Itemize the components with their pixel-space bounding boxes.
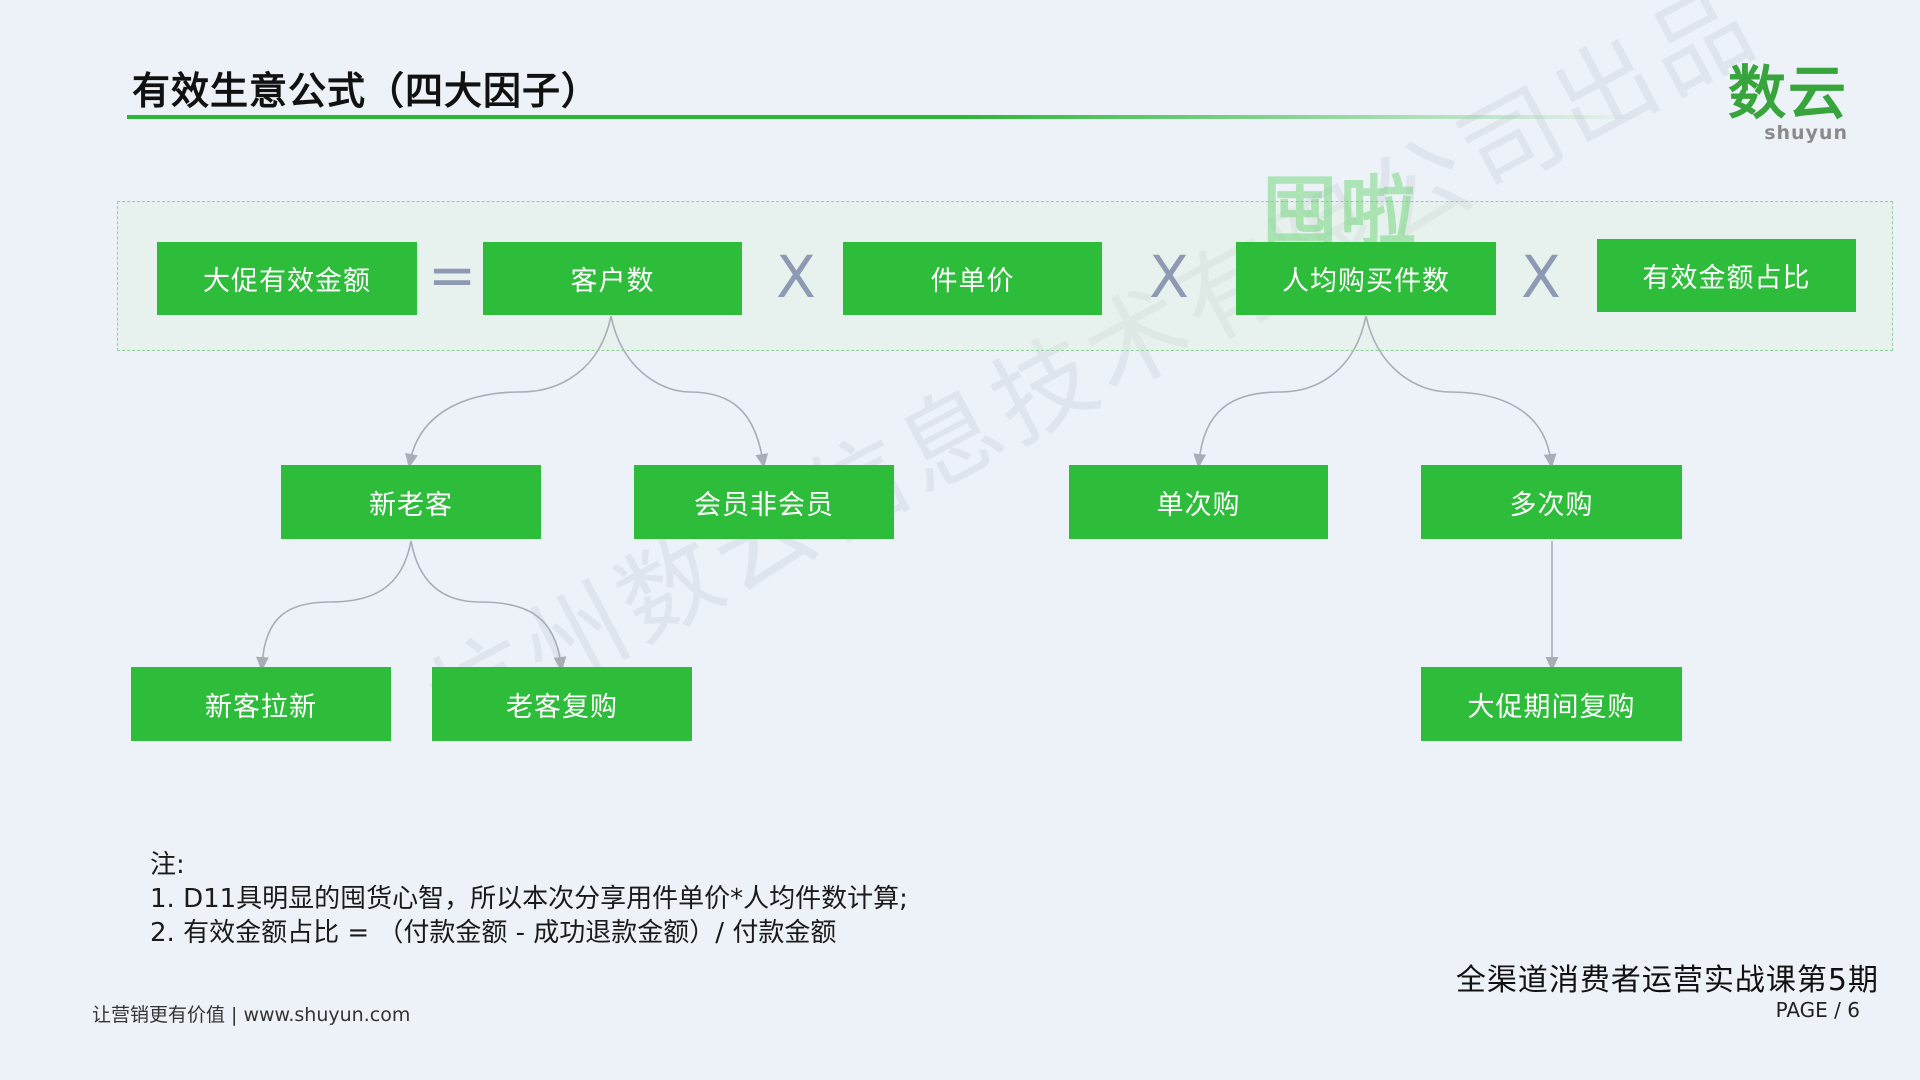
page-title: 有效生意公式（四大因子） — [132, 69, 601, 113]
connector-newold-new — [256, 540, 412, 672]
factor-customers-box: 客户数 — [483, 242, 742, 315]
node-promo-repurchase: 大促期间复购 — [1421, 667, 1682, 741]
course-title: 全渠道消费者运营实战课第5期 — [1455, 963, 1879, 998]
node-old-customer-repurchase: 老客复购 — [432, 667, 692, 741]
multiply-operator-3: X — [1521, 243, 1561, 311]
stamp: 囤啦 — [1262, 167, 1418, 256]
factor-per-capita-box: 人均购买件数 — [1236, 242, 1496, 315]
node-multi-purchase: 多次购 — [1421, 465, 1682, 539]
notes-line-1: 1. D11具明显的囤货心智，所以本次分享用件单价*人均件数计算; — [150, 884, 908, 914]
factor-valid-ratio-box: 有效金额占比 — [1597, 239, 1856, 312]
multiply-operator-2: X — [1149, 243, 1189, 311]
node-member-nonmember: 会员非会员 — [634, 465, 894, 539]
node-new-old-customers: 新老客 — [281, 465, 541, 539]
notes: 注: 1. D11具明显的囤货心智，所以本次分享用件单价*人均件数计算; 2. … — [150, 848, 908, 950]
factor-unit-price-box: 件单价 — [843, 242, 1102, 315]
logo-sub: shuyun — [1764, 122, 1848, 144]
logo: 数云 shuyun — [1727, 59, 1848, 144]
node-single-purchase: 单次购 — [1069, 465, 1328, 539]
multiply-operator-1: X — [776, 243, 816, 311]
title-underline — [127, 115, 1647, 119]
notes-line-2: 2. 有效金额占比 = （付款金额 - 成功退款金额）/ 付款金额 — [150, 918, 837, 948]
footer-slogan: 让营销更有价值 | www.shuyun.com — [92, 1004, 411, 1026]
notes-heading: 注: — [150, 850, 185, 880]
equals-operator: = — [427, 241, 477, 309]
logo-main: 数云 — [1727, 59, 1848, 127]
page-number: PAGE / 6 — [1775, 998, 1860, 1022]
node-new-customer-acquisition: 新客拉新 — [131, 667, 391, 741]
formula-result-box: 大促有效金额 — [157, 242, 417, 315]
